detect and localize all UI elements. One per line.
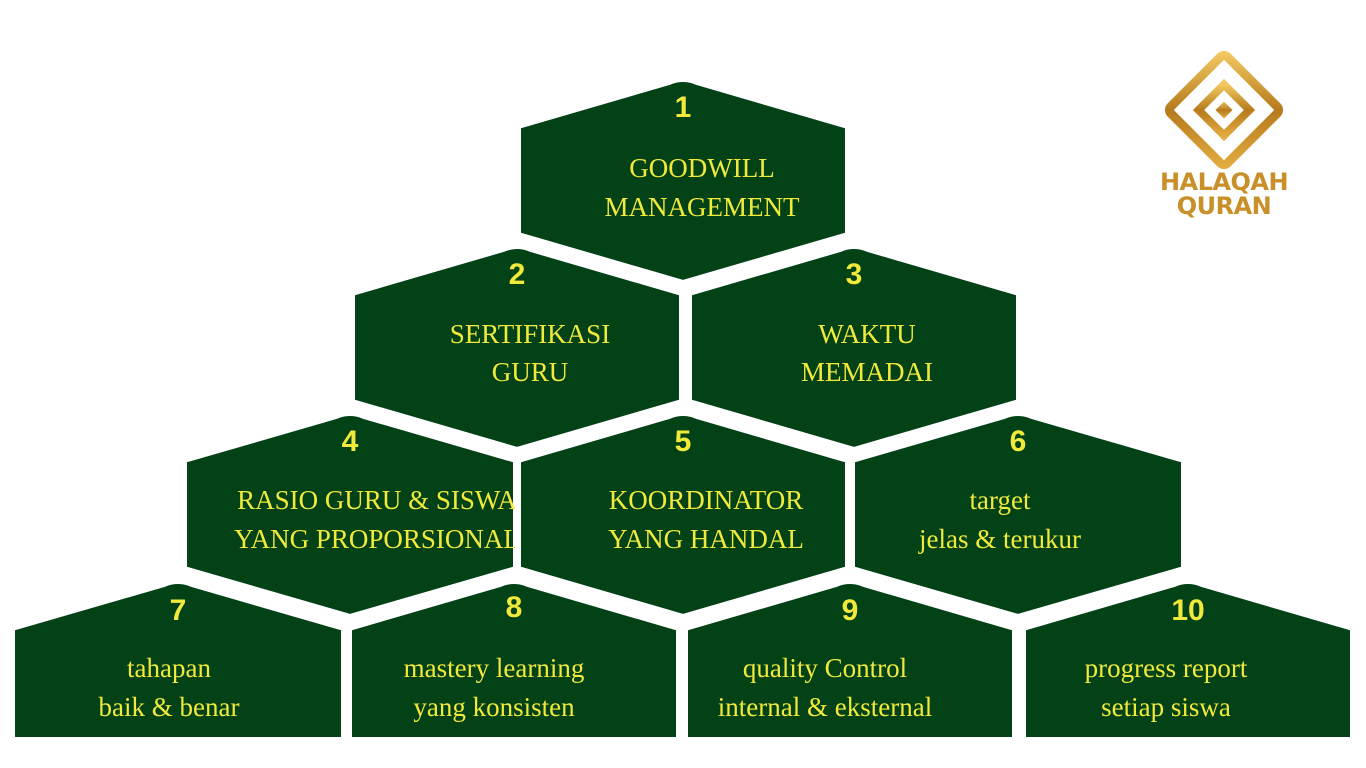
halaqah-quran-logo: HALAQAH QURAN [1148,50,1298,225]
logo-emblem-icon: HALAQAH QURAN [1160,51,1289,220]
hexagon-7: 7 tahapan baik & benar [9,578,347,743]
hexagon-label-line: GOODWILL [629,153,774,183]
hexagon-9: 9 quality Control internal & eksternal [682,578,1018,743]
hexagon-label-line: YANG HANDAL [608,524,804,554]
hexagon-shape [515,76,851,286]
hexagon-label-line: setiap siswa [1101,692,1231,722]
hexagon-number: 7 [170,594,187,627]
hexagon-label-line: GURU [492,357,569,387]
hexagon-number: 4 [342,425,359,458]
hexagon-label-line: KOORDINATOR [609,485,804,515]
hexagon-shape [349,243,685,453]
hexagon-label-line: jelas & terukur [918,524,1081,554]
hexagon-shape [849,410,1187,620]
hexagon-shape [9,578,347,743]
hexagon-label-line: baik & benar [99,692,240,722]
hexagon-shape [686,243,1022,453]
hexagon-label-line: WAKTU [818,319,915,349]
hexagon-number: 3 [846,258,863,291]
hexagon-number: 2 [509,258,526,291]
hexagon-10: 10 progress report setiap siswa [1020,578,1356,743]
hexagon-number: 1 [675,91,692,124]
hexagon-label-line: quality Control [743,653,907,683]
hexagon-number: 6 [1010,425,1027,458]
hexagon-label-line: MANAGEMENT [605,192,800,222]
hexagon-shape [181,410,519,620]
hexagon-number: 8 [506,591,523,624]
hexagon-6: 6 target jelas & terukur [849,410,1187,620]
hexagon-8: 8 mastery learning yang konsisten [346,578,682,743]
hexagon-label-line: yang konsisten [413,692,575,722]
hexagon-label-line: progress report [1085,653,1248,683]
hexagon-shape [515,410,851,620]
hexagon-label-line: mastery learning [404,653,585,683]
hexagon-label-line: RASIO GURU & SISWA [237,485,517,515]
hexagon-label-line: SERTIFIKASI [450,319,610,349]
hexagon-label-line: target [970,485,1031,515]
hexagon-label-line: YANG PROPORSIONAL [234,524,520,554]
logo-text-line2: QURAN [1177,192,1272,220]
hexagon-number: 9 [842,594,859,627]
hexagon-shape [346,578,682,743]
hexagon-label-line: MEMADAI [801,357,933,387]
hexagon-number: 10 [1171,594,1204,627]
hexagon-shape [1020,578,1356,743]
hexagon-shape [682,578,1018,743]
hexagon-label-line: tahapan [127,653,211,683]
logo-text-line1: HALAQAH [1160,168,1288,196]
hexagon-label-line: internal & eksternal [718,692,932,722]
hexagon-number: 5 [675,425,692,458]
